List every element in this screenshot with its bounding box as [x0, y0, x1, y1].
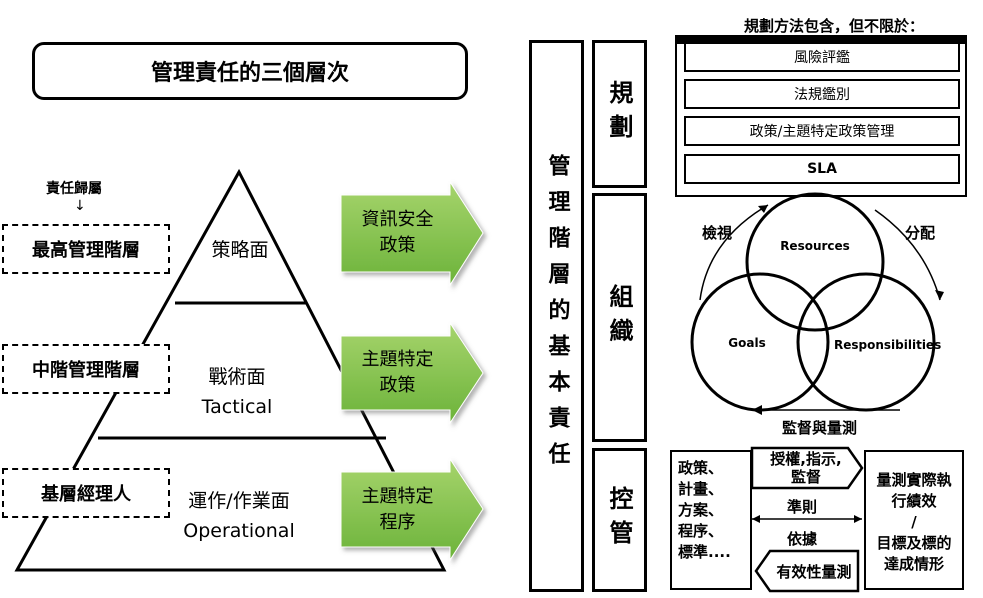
effectiveness-arrow-shape [754, 549, 860, 593]
planning-item-sla: SLA [684, 154, 960, 184]
ownership-label: 責任歸屬 [46, 181, 102, 197]
planning-scroll-top [676, 36, 966, 44]
section-planning: 規劃 [592, 40, 647, 188]
section-controlling: 控管 [592, 448, 647, 592]
perf-line5: 達成情形 [883, 555, 944, 573]
policy-arrow-3-line1: 主題特定 [361, 486, 434, 507]
allocate-arrow [874, 209, 941, 301]
planning-item-policy: 政策/主題特定政策管理 [684, 116, 960, 146]
layer-strategic: 策略面 [185, 235, 295, 265]
responsibilities-label: Responsibilities [834, 338, 942, 352]
resources-circle [745, 192, 885, 332]
manager-level-middle: 中階管理階層 [2, 344, 170, 394]
layer-tactical-cn: 戰術面 [208, 366, 266, 388]
policy-arrow-2-text: 主題特定 政策 [345, 347, 450, 399]
controlling-documents-box: 政策、 計畫、 方案、 程序、 標準.... [670, 450, 752, 590]
doc-standard: 標準.... [678, 543, 731, 561]
manager-level-base: 基層經理人 [2, 468, 170, 518]
layer-operational-cn: 運作/作業面 [188, 490, 290, 512]
planning-item-risk: 風險評鑑 [684, 42, 960, 72]
layer-strategic-cn: 策略面 [211, 239, 269, 261]
authorize-arrow-shape [750, 446, 864, 490]
goals-label: Goals [728, 336, 766, 350]
authorize-text: 授權,指示, 監督 [756, 450, 856, 486]
allocate-label: 分配 [905, 224, 936, 242]
perf-line3: / [911, 513, 917, 531]
policy-arrow-3-text: 主題特定 程序 [345, 484, 450, 536]
doc-procedure: 程序、 [678, 522, 724, 540]
effectiveness-label: 有效性量測 [776, 563, 852, 581]
layer-tactical: 戰術面 Tactical [172, 362, 302, 422]
main-vertical-box: 管理階層的基本責任 [529, 40, 584, 592]
review-arrow [699, 204, 769, 301]
manager-level-top: 最高管理階層 [2, 224, 170, 274]
doc-program: 方案、 [678, 501, 724, 519]
main-vertical-title: 管理階層的基本責任 [544, 154, 570, 478]
planning-header: 規劃方法包含，但不限於： [743, 17, 924, 35]
layer-tactical-en: Tactical [201, 396, 273, 418]
based-on-label: 依據 [787, 530, 818, 548]
page-title: 管理責任的三個層次 [32, 42, 468, 100]
perf-line2: 行績效 [891, 492, 937, 510]
authorize-line1: 授權,指示, [770, 450, 842, 468]
policy-arrow-3 [340, 457, 484, 562]
criteria-label: 準則 [787, 498, 818, 516]
review-arrow-head [758, 205, 768, 213]
allocate-arrow-head [935, 290, 944, 300]
section-controlling-label: 控管 [605, 486, 633, 554]
review-label: 檢視 [702, 224, 733, 242]
doc-policy: 政策、 [678, 459, 724, 477]
policy-arrow-2-line2: 政策 [379, 375, 416, 396]
section-planning-label: 規劃 [605, 80, 633, 148]
policy-arrow-1-line1: 資訊安全 [361, 209, 434, 230]
planning-item-regulation: 法規鑑別 [684, 79, 960, 109]
supervise-measure-label: 監督與量測 [782, 419, 858, 437]
layer-operational: 運作/作業面 Operational [166, 486, 312, 546]
section-organizing-label: 組織 [605, 283, 633, 352]
perf-line4: 目標及標的 [876, 534, 952, 552]
supervise-arrow-head [752, 405, 762, 415]
policy-arrow-1 [340, 180, 484, 287]
layer-operational-en: Operational [183, 520, 295, 542]
policy-arrow-2 [340, 321, 484, 425]
policy-arrow-3-line2: 程序 [379, 512, 416, 533]
doc-plan: 計畫、 [678, 480, 724, 498]
down-arrow-icon: ↓ [74, 198, 86, 214]
policy-arrow-1-line2: 政策 [379, 235, 416, 256]
policy-arrow-1-text: 資訊安全 政策 [345, 207, 450, 259]
performance-measure-box: 量測實際執 行績效 / 目標及標的 達成情形 [864, 450, 964, 590]
section-organizing: 組織 [592, 193, 647, 442]
perf-line1: 量測實際執 [876, 471, 952, 489]
authorize-line2: 監督 [790, 468, 821, 486]
policy-arrow-2-line1: 主題特定 [361, 349, 434, 370]
resources-label: Resources [780, 239, 850, 253]
